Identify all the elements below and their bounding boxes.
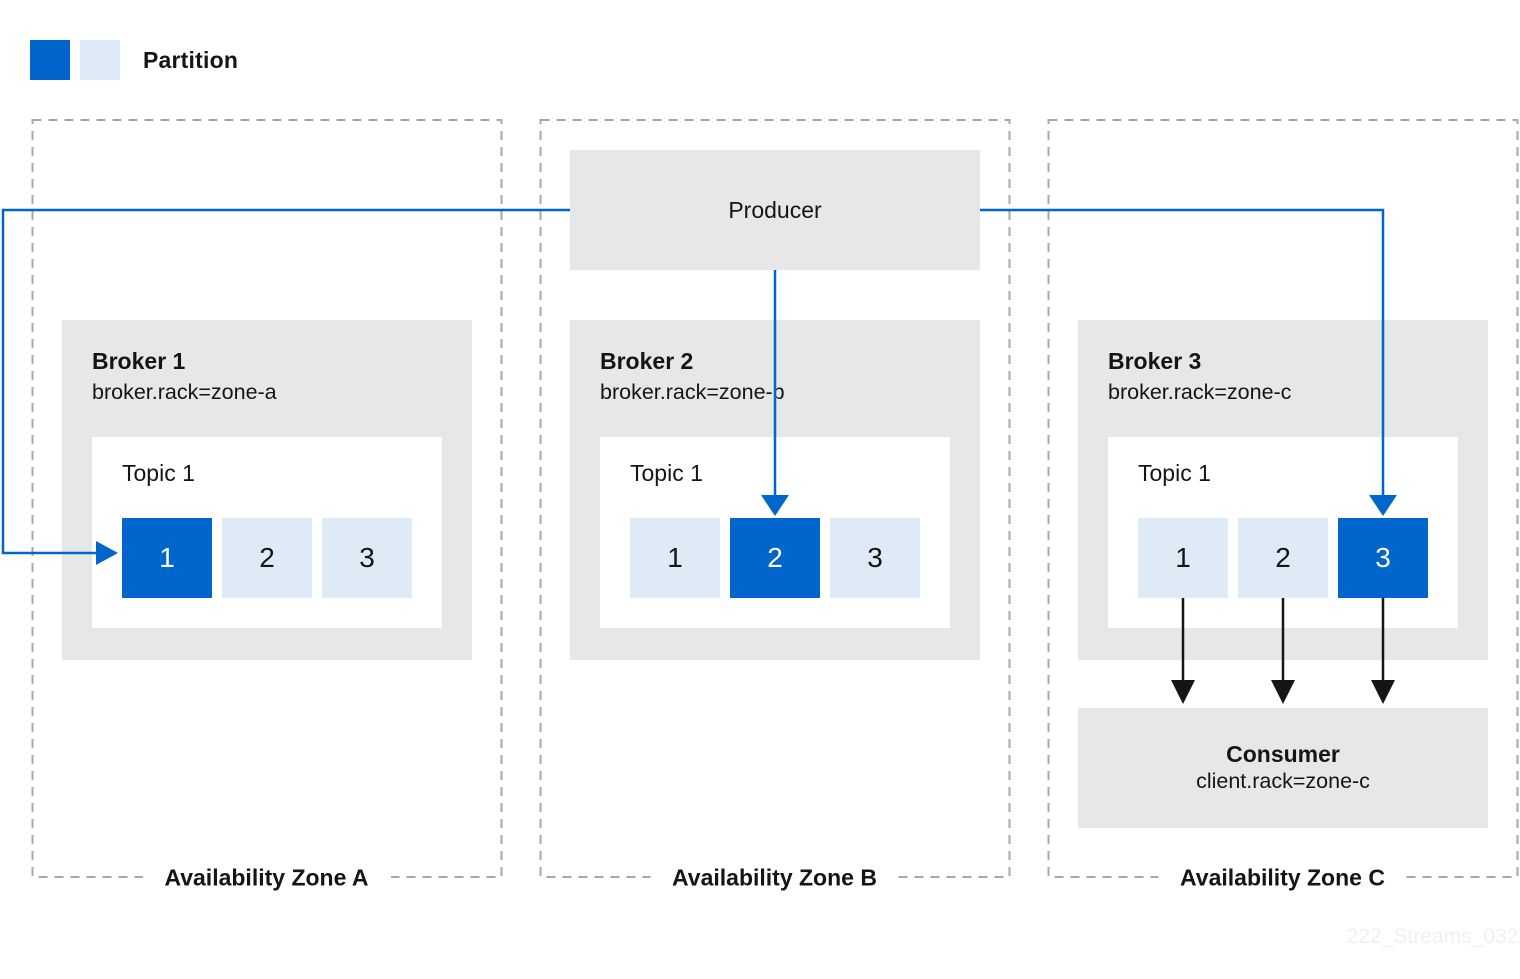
broker-3-partitions: 1 2 3: [1138, 518, 1428, 598]
producer-box: Producer: [570, 150, 980, 270]
legend-highlighted-partition-swatch: [30, 40, 70, 80]
broker-1-partition-1: 1: [122, 518, 212, 598]
broker-3-topic-title: Topic 1: [1138, 460, 1211, 486]
consumer-box: Consumer client.rack=zone-c: [1078, 708, 1488, 828]
consumer-title: Consumer: [1226, 740, 1340, 767]
broker-2-partition-2: 2: [730, 518, 820, 598]
broker-1-topic-box: Topic 1 1 2 3: [92, 437, 442, 628]
broker-2-title: Broker 2: [600, 348, 694, 374]
broker-2-config: broker.rack=zone-b: [600, 380, 785, 404]
broker-3-box: Broker 3 broker.rack=zone-c Topic 1 1 2 …: [1078, 320, 1488, 660]
availability-zone-a: Broker 1 broker.rack=zone-a Topic 1 1 2 …: [31, 119, 502, 894]
zone-a-label: Availability Zone A: [142, 862, 391, 894]
broker-1-partitions: 1 2 3: [122, 518, 412, 598]
zone-c-label: Availability Zone C: [1158, 862, 1407, 894]
broker-1-config: broker.rack=zone-a: [92, 380, 277, 404]
zone-b-label: Availability Zone B: [650, 862, 899, 894]
broker-2-partition-1: 1: [630, 518, 720, 598]
broker-2-topic-box: Topic 1 1 2 3: [600, 437, 950, 628]
broker-3-partition-2: 2: [1238, 518, 1328, 598]
broker-3-topic-box: Topic 1 1 2 3: [1108, 437, 1458, 628]
broker-1-title: Broker 1: [92, 348, 186, 374]
availability-zone-c: Broker 3 broker.rack=zone-c Topic 1 1 2 …: [1047, 119, 1518, 894]
broker-1-box: Broker 1 broker.rack=zone-a Topic 1 1 2 …: [62, 320, 472, 660]
broker-2-topic-title: Topic 1: [630, 460, 703, 486]
broker-2-partitions: 1 2 3: [630, 518, 920, 598]
broker-1-partition-2: 2: [222, 518, 312, 598]
broker-2-partition-3: 3: [830, 518, 920, 598]
availability-zone-b: Producer Broker 2 broker.rack=zone-b Top…: [539, 119, 1010, 894]
consumer-config: client.rack=zone-c: [1196, 769, 1370, 794]
broker-3-config: broker.rack=zone-c: [1108, 380, 1292, 404]
legend: Partition: [30, 40, 238, 80]
watermark-text: 222_Streams_0322: [1346, 925, 1520, 948]
legend-label: Partition: [143, 46, 239, 73]
broker-2-box: Broker 2 broker.rack=zone-b Topic 1 1 2 …: [570, 320, 980, 660]
broker-3-partition-3: 3: [1338, 518, 1428, 598]
broker-3-title: Broker 3: [1108, 348, 1202, 374]
legend-partition-swatch: [80, 40, 120, 80]
broker-1-partition-3: 3: [322, 518, 412, 598]
broker-3-partition-1: 1: [1138, 518, 1228, 598]
broker-1-topic-title: Topic 1: [122, 460, 195, 486]
